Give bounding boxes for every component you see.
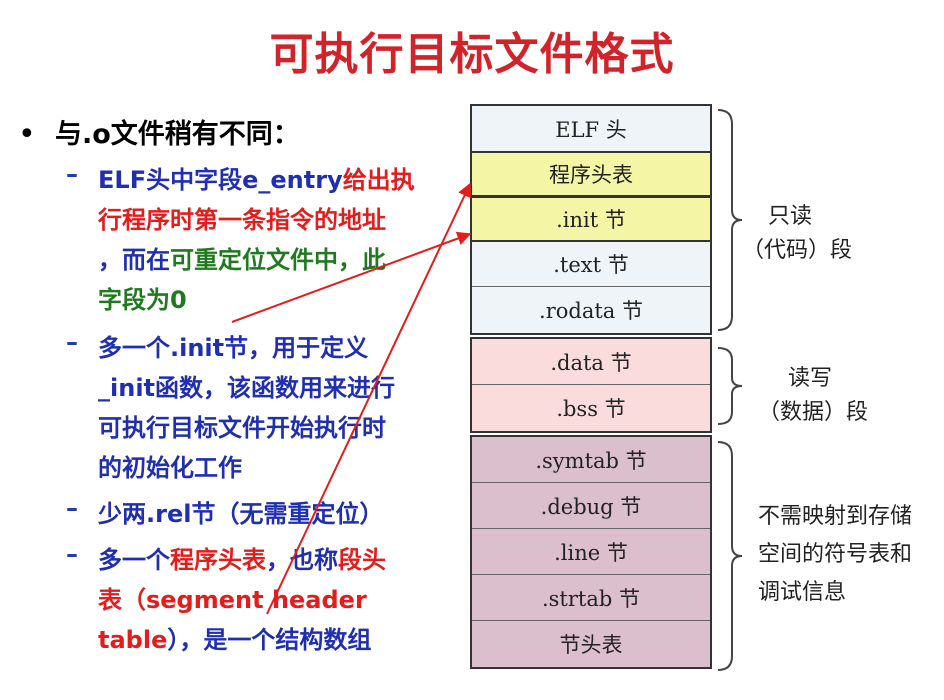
segment-cell: .rodata 节 <box>539 299 643 323</box>
text-run: 行程序时第一条指令的地址 <box>98 206 386 234</box>
segment-cell: .line 节 <box>472 529 710 575</box>
list-item-line: 字段为0 <box>98 280 187 315</box>
segment-cell: .strtab 节 <box>472 575 710 621</box>
text-run: 可重定位文件中，此 <box>170 246 386 274</box>
dash-icon: – <box>66 160 78 188</box>
segment-cell: .bss 节 <box>556 397 626 421</box>
noload-group: .symtab 节.debug 节.line 节.strtab 节节头表 <box>470 435 712 669</box>
readwrite-label-1: 读写 <box>788 366 833 391</box>
readwrite-group: .data 节 .bss 节 <box>470 337 712 433</box>
list-item-line: 多一个.init节，用于定义 <box>98 328 368 363</box>
text-run: 段头 <box>338 546 386 574</box>
segment-stack: ELF 头程序头表.init 节.text 节 .rodata 节 .data 节… <box>470 104 712 669</box>
readwrite-brace <box>717 347 743 425</box>
text-run: 给出执 <box>342 166 415 194</box>
bullet-icon: • <box>18 117 36 152</box>
noload-brace <box>717 441 743 671</box>
text-run: 多一个 <box>98 546 170 574</box>
dash-icon: – <box>66 328 78 356</box>
text-run: ，也称 <box>266 546 338 574</box>
text-run: table <box>98 626 168 654</box>
list-item-line: 少两.rel节（无需重定位） <box>98 494 383 529</box>
text-run: 表（segment header <box>98 586 367 614</box>
text-run: 的初始化工作 <box>98 454 242 482</box>
list-item-line: 表（segment header <box>98 580 367 615</box>
text-run: _init函数，该函数用来进行 <box>98 374 396 402</box>
text-run: 少两.rel节（无需重定位） <box>98 500 384 528</box>
readonly-label: 只读 （代码）段 <box>742 200 852 268</box>
readonly-label-1: 只读 <box>768 204 813 229</box>
segment-cell: .data 节 <box>472 339 710 385</box>
readonly-label-2: （代码）段 <box>742 238 853 263</box>
text-run: 可执行目标文件开始执行时 <box>98 414 386 442</box>
readonly-group: ELF 头程序头表.init 节.text 节 .rodata 节 <box>470 104 712 335</box>
dash-icon: – <box>66 540 78 568</box>
list-item-line: ，而在可重定位文件中，此 <box>98 240 386 275</box>
readonly-brace <box>717 109 743 331</box>
noload-label-1: 不需映射到存储 <box>758 504 913 529</box>
text-run: 字段为0 <box>98 286 187 314</box>
text-run: ），是一个结构数组 <box>167 626 372 654</box>
list-item-line: 的初始化工作 <box>98 448 242 483</box>
dash-icon: – <box>66 494 78 522</box>
bullet-heading: 与.o文件稍有不同： <box>55 119 300 150</box>
segment-cell: ELF 头 <box>472 106 710 152</box>
list-item-line: table），是一个结构数组 <box>98 620 371 655</box>
list-item-line: 行程序时第一条指令的地址 <box>98 200 386 235</box>
noload-label-3: 调试信息 <box>758 580 847 605</box>
segment-cell: .debug 节 <box>472 483 710 529</box>
segment-cell: 程序头表 <box>470 151 712 197</box>
readwrite-label-2: （数据）段 <box>758 400 869 425</box>
segment-cell: .symtab 节 <box>472 437 710 483</box>
segment-cell: 节头表 <box>559 633 623 657</box>
page-title: 可执行目标文件格式 <box>269 29 675 80</box>
text-run: 程序头表 <box>170 546 266 574</box>
noload-label-2: 空间的符号表和 <box>758 542 913 567</box>
readwrite-label: 读写 （数据）段 <box>758 362 868 430</box>
text-run: ELF头中字段e_entry <box>98 166 343 194</box>
list-item-line: 可执行目标文件开始执行时 <box>98 408 386 443</box>
text-run: ，而在 <box>98 246 170 274</box>
list-item-line: ELF头中字段e_entry给出执 <box>98 160 415 195</box>
list-item-line: _init函数，该函数用来进行 <box>98 368 395 403</box>
segment-cell: .init 节 <box>470 196 712 242</box>
list-item-line: 多一个程序头表，也称段头 <box>98 540 386 575</box>
segment-cell: .text 节 <box>472 241 710 287</box>
text-run: 多一个.init节，用于定义 <box>98 334 369 362</box>
noload-label: 不需映射到存储 空间的符号表和 调试信息 <box>758 498 912 612</box>
